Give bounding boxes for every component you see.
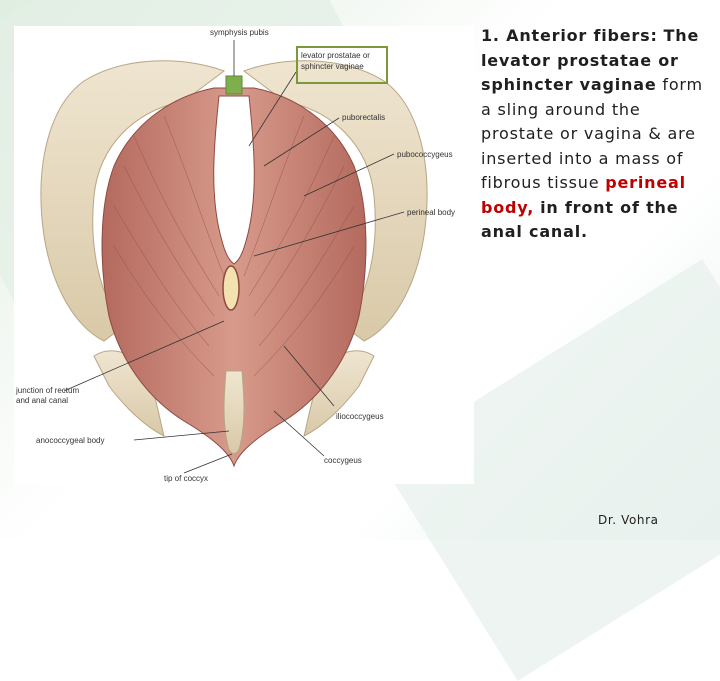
label-levator-prostatae-line2: sphincter vaginae <box>301 62 364 71</box>
label-iliococcygeus: iliococcygeus <box>336 412 384 421</box>
label-pubococcygeus: pubococcygeus <box>397 150 453 159</box>
description-text: form a sling around the prostate or vagi… <box>481 75 703 192</box>
description-end-text: in front of the anal canal. <box>481 197 679 242</box>
slide-text: 1. Anterior fibers: The levator prostata… <box>481 24 713 245</box>
label-junction-line2: and anal canal <box>16 396 69 405</box>
slide-heading: 1. Anterior fibers: <box>481 26 658 45</box>
label-levator-prostatae-line1: levator prostatae or <box>301 51 370 60</box>
coccyx <box>223 370 245 454</box>
muscle-fiber-lines <box>113 115 355 377</box>
left-pubic-bone <box>40 60 226 342</box>
levator-prostatae-label-box <box>296 46 388 84</box>
label-puborectalis: puborectalis <box>342 113 386 122</box>
author-footer: Dr. Vohra <box>598 513 659 527</box>
pelvic-floor-drawing <box>40 40 428 474</box>
symphysis-pubis-mark <box>225 75 243 95</box>
urogenital-hiatus <box>213 95 255 265</box>
label-junction-line1: junction of rectum <box>16 386 80 395</box>
levator-prostatae-text: The levator prostatae or sphincter vagin… <box>481 26 700 94</box>
label-leader-lines <box>63 40 405 474</box>
label-tip-of-coccyx: tip of coccyx <box>164 474 209 483</box>
right-pubic-bone <box>242 60 428 342</box>
label-anococcygeal-body: anococcygeal body <box>36 436 105 445</box>
anal-canal <box>222 265 240 311</box>
label-perineal-body: perineal body <box>407 208 456 217</box>
pelvic-floor-illustration: symphysis pubis levator prostatae or sph… <box>14 26 474 484</box>
label-coccygeus: coccygeus <box>324 456 362 465</box>
perineal-body-highlight: perineal body, <box>481 173 686 217</box>
label-symphysis-pubis: symphysis pubis <box>210 28 269 37</box>
